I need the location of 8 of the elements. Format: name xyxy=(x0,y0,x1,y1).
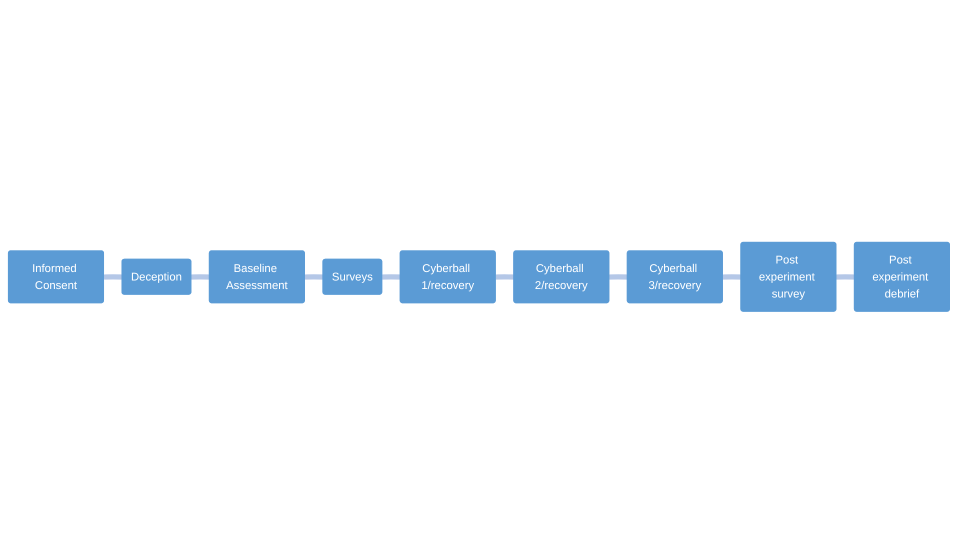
connector xyxy=(722,274,742,280)
connector xyxy=(381,274,402,280)
connector xyxy=(190,274,210,280)
connector xyxy=(494,274,515,280)
connector xyxy=(304,274,324,280)
connector xyxy=(608,274,628,280)
connector xyxy=(835,274,856,280)
connector xyxy=(102,274,124,280)
